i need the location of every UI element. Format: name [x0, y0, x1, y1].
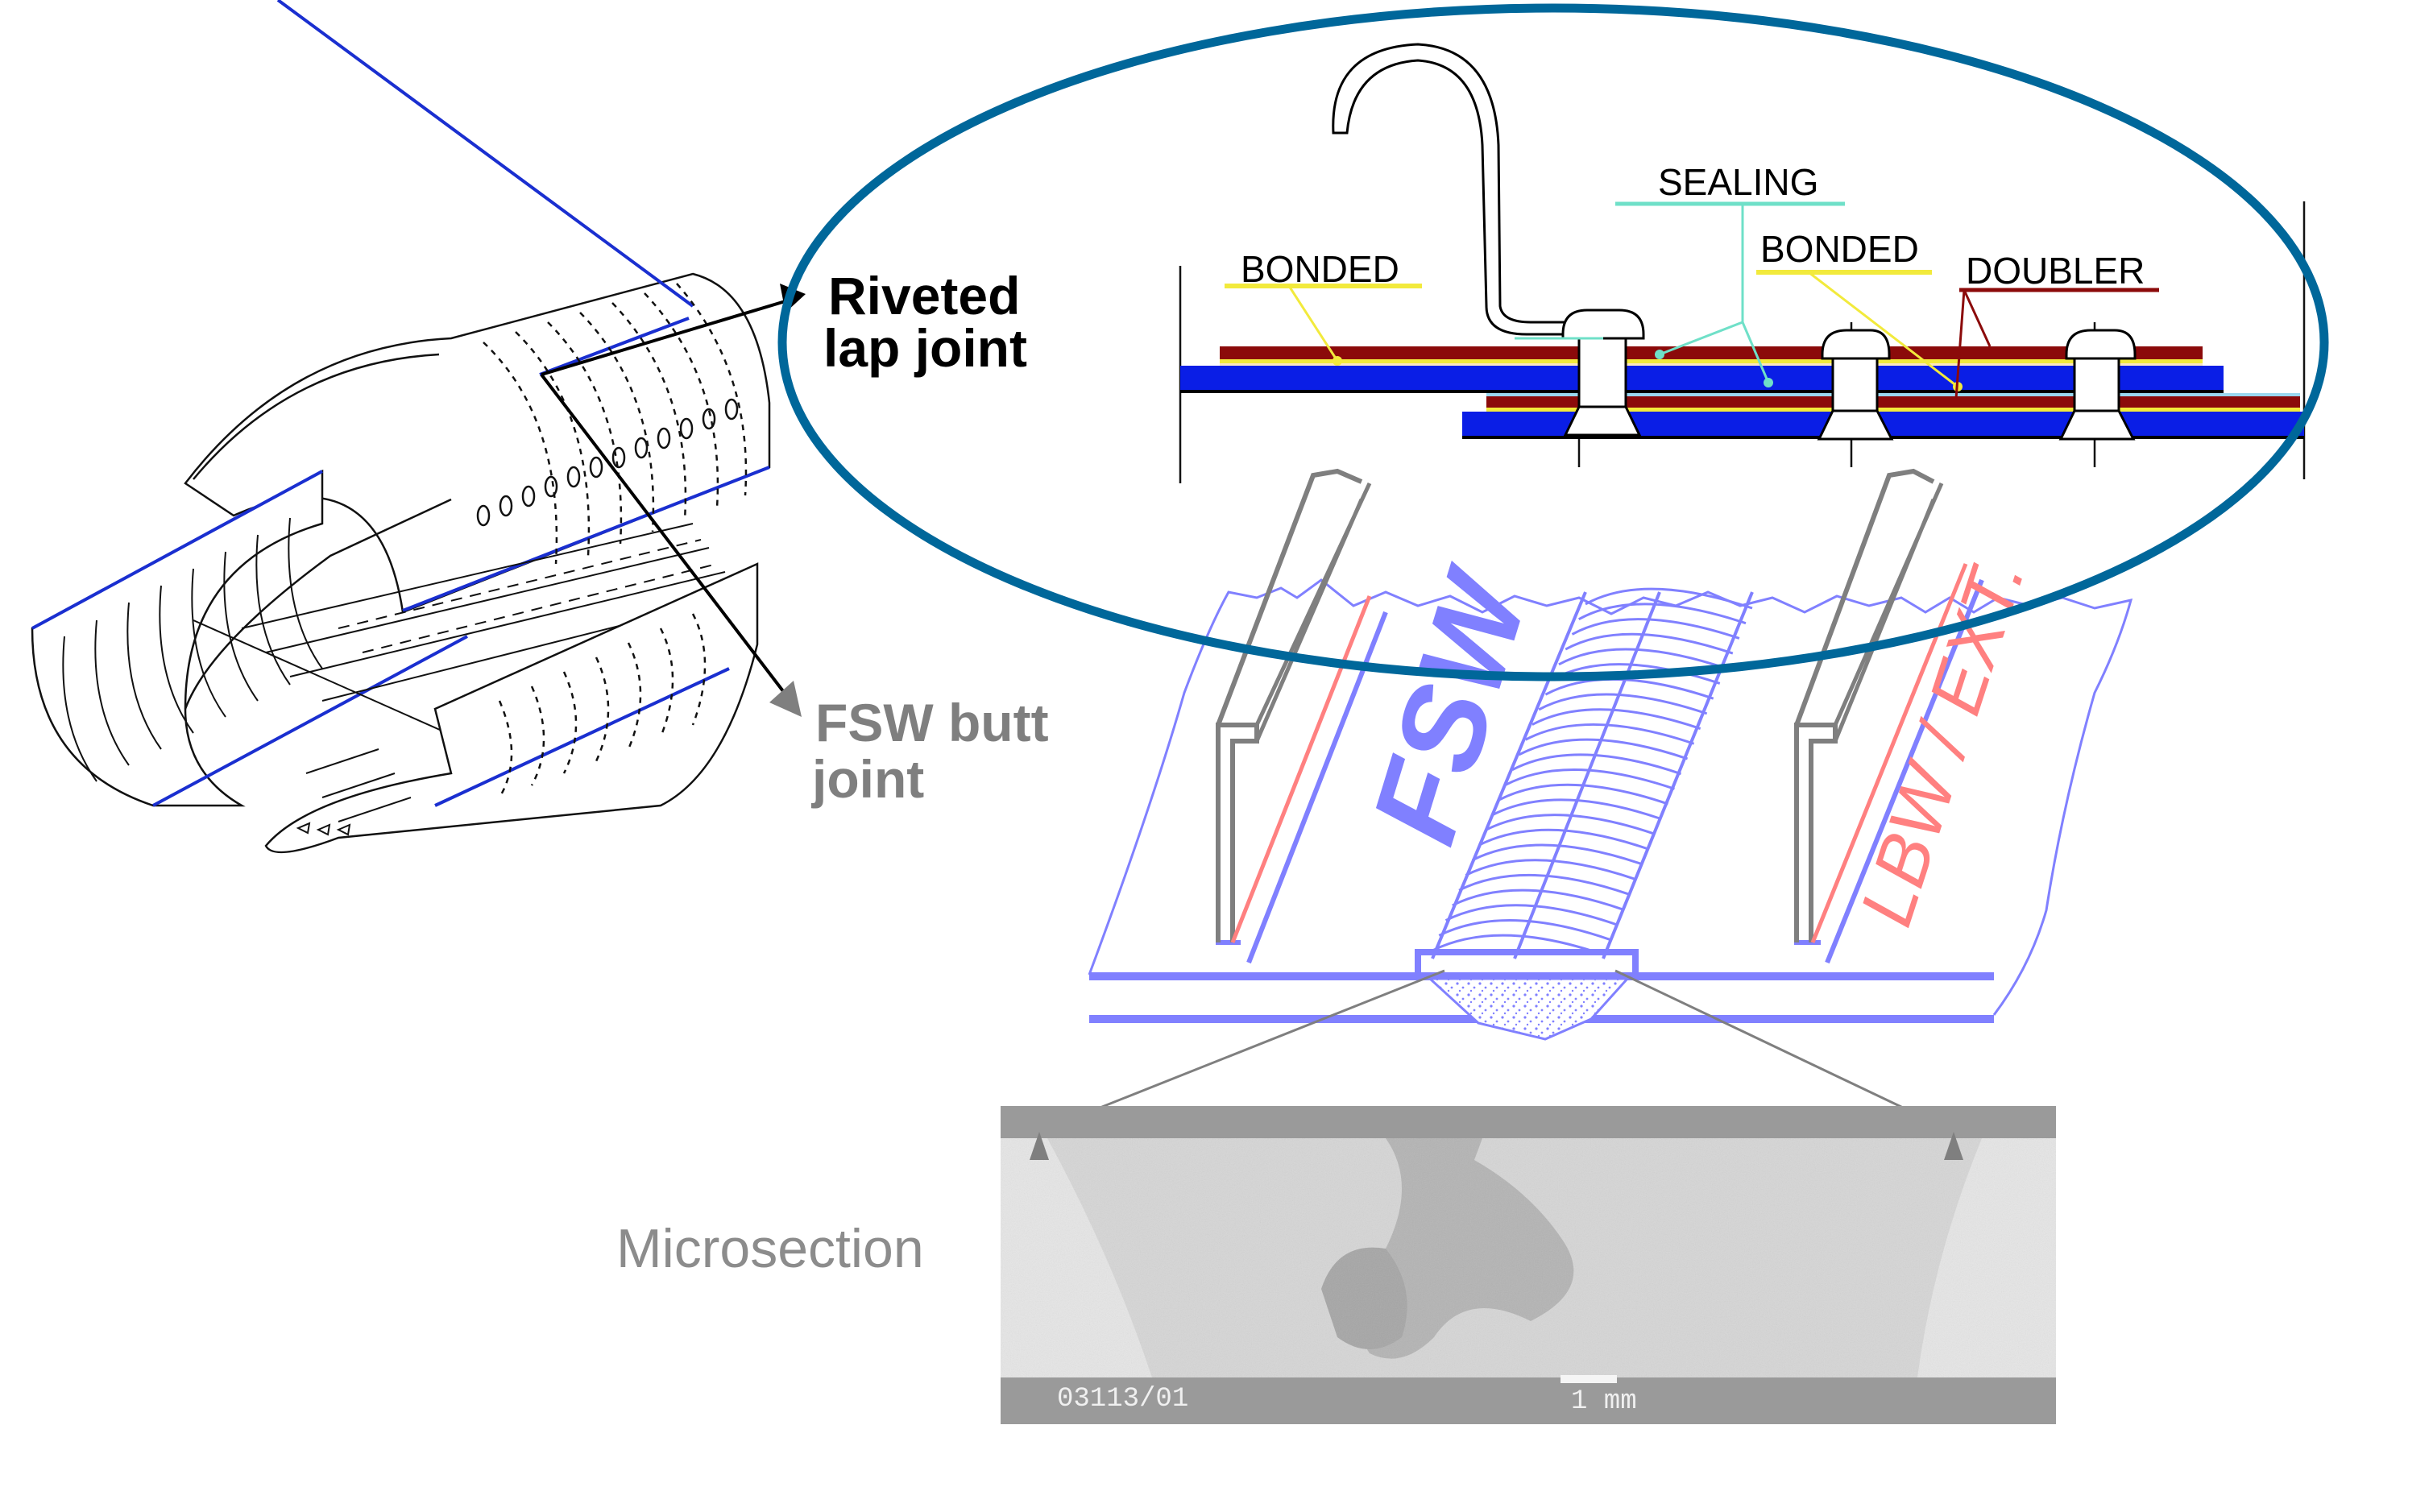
lower-shell-cutouts — [296, 822, 351, 836]
leader-sealing — [1515, 201, 1845, 387]
label-doubler: DOUBLER — [1966, 250, 2145, 292]
weld-ripple — [1524, 723, 1695, 745]
rivets — [1561, 309, 2137, 441]
weld-ripple — [1505, 768, 1675, 790]
label-bonded-right: BONDED — [1760, 228, 1919, 270]
micro-leader-right — [1614, 969, 1954, 1133]
specimen-id: 03113/01 — [1057, 1384, 1188, 1415]
weld-ripple — [1538, 693, 1708, 715]
arrowhead-icon — [769, 681, 802, 717]
fuselage-drawing — [31, 0, 771, 854]
label-sealing: SEALING — [1658, 161, 1818, 203]
weld-ripple — [1465, 859, 1636, 880]
window-row — [476, 398, 739, 527]
rivet — [2058, 329, 2137, 441]
weld-nugget — [1427, 977, 1631, 1041]
label-bonded-left: BONDED — [1241, 248, 1399, 290]
weld-ripple — [1565, 632, 1734, 655]
fsw-weld-seam — [1431, 587, 1754, 959]
weld-ripple — [1438, 918, 1610, 941]
fsw-label-line1: FSW butt — [815, 693, 1049, 752]
scale-bar — [1561, 1375, 1617, 1383]
riveted-lap-joint-label: Riveted lap joint — [823, 266, 1027, 378]
micrograph: 03113/01 1 mm — [1001, 1106, 2056, 1424]
rivet — [1561, 309, 1645, 437]
skin-upper — [1180, 366, 2224, 391]
left-shell — [31, 469, 468, 807]
lbw-panel-label: LBW / EXT. — [1845, 549, 2041, 936]
fsw-panel-label: FSW — [1345, 553, 1556, 858]
weld-ripple — [1532, 708, 1701, 730]
leader-bonded-right — [1756, 270, 1963, 391]
arrowhead-icon — [1944, 1132, 1963, 1160]
weld-ripple — [1452, 889, 1623, 911]
micro-leader-left — [1038, 969, 1445, 1133]
fsw-callout-arrow — [540, 373, 802, 717]
leader-doubler — [1954, 288, 2159, 400]
weld-ripple — [1478, 828, 1649, 851]
hook-stringer — [1332, 43, 1601, 336]
weld-ripple — [1458, 873, 1630, 896]
riveted-label-line1: Riveted — [828, 266, 1020, 325]
weld-ripple — [1485, 814, 1656, 835]
doubler-ply-upper — [1220, 346, 2203, 359]
leader-bonded-left — [1225, 284, 1422, 366]
floor-grid — [193, 523, 738, 750]
fsw-panel: FSW LBW / EXT. — [1038, 468, 2133, 1133]
rivet — [1817, 329, 1894, 441]
stringer-left — [1216, 468, 1388, 964]
fsw-label-line2: joint — [810, 749, 924, 809]
lower-shell — [264, 562, 759, 854]
fsw-butt-joint-label: FSW butt joint — [810, 693, 1049, 809]
arrowhead-icon — [1030, 1132, 1049, 1160]
weld-ripple — [1518, 738, 1689, 760]
microsection-label: Microsection — [616, 1218, 924, 1279]
weld-ripple — [1491, 798, 1662, 821]
highlight-ellipse — [777, 3, 2329, 681]
weld-ripple — [1578, 603, 1747, 625]
lap-joint-detail: BONDED SEALING BONDED DOUBLER — [1179, 43, 2306, 483]
weld-ripple — [1444, 904, 1617, 926]
weld-ripple — [1558, 648, 1727, 670]
weld-ripple — [1585, 587, 1753, 610]
weld-ripple — [1471, 843, 1643, 866]
skin-outline — [1088, 578, 2133, 1016]
weld-ripple — [1498, 783, 1668, 806]
weld-ripple — [1511, 753, 1682, 776]
weld-ripple — [1432, 934, 1604, 956]
weld-ripple — [1571, 618, 1740, 640]
stringer-right — [1794, 468, 1984, 964]
riveted-label-line2: lap joint — [823, 318, 1027, 378]
scale-bar-label: 1 mm — [1571, 1386, 1637, 1417]
